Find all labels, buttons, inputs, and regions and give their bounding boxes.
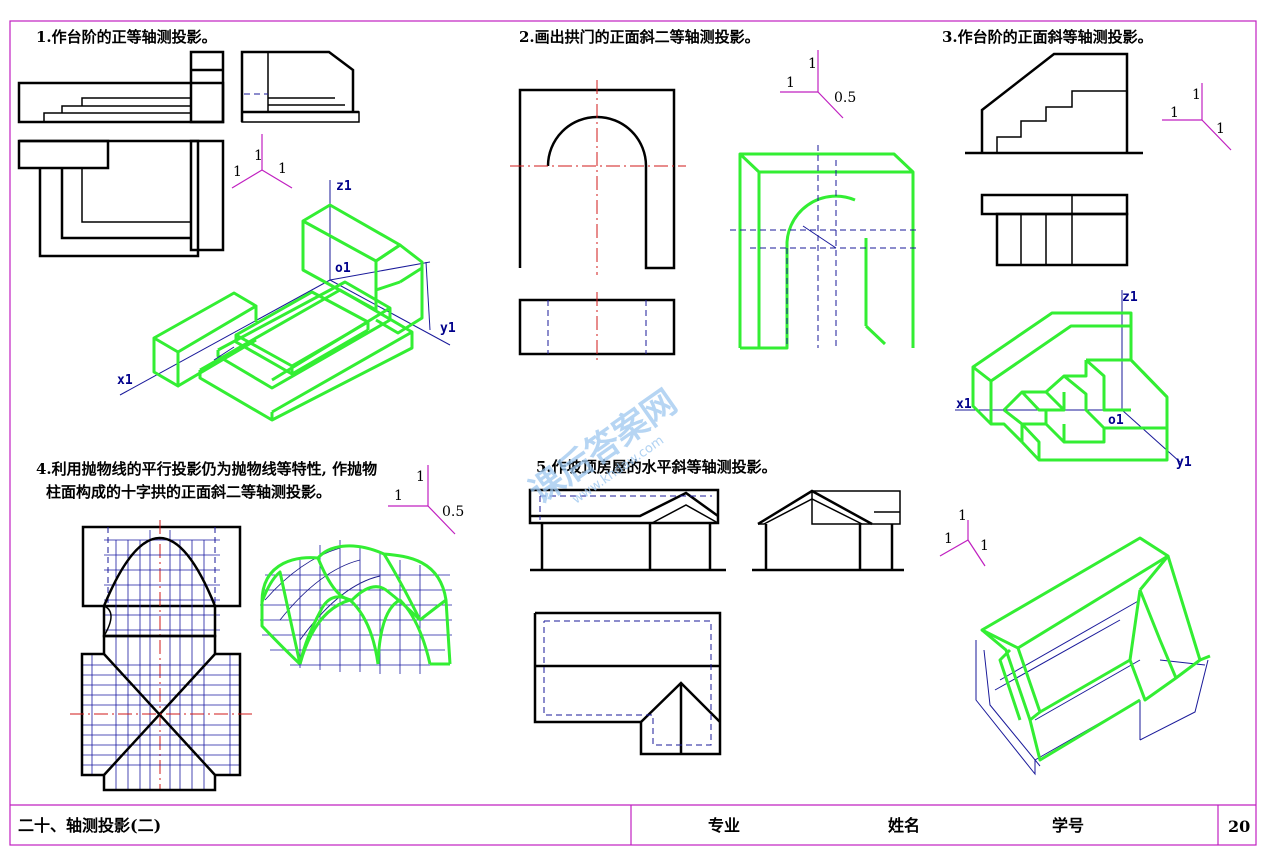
axis-coef-z: 1 bbox=[1192, 87, 1201, 103]
footer-major-label: 专业 bbox=[708, 816, 740, 835]
axis-coef-x: 1 bbox=[1170, 105, 1179, 121]
exercise-1-side-view bbox=[240, 50, 360, 123]
page-frame bbox=[9, 20, 1257, 846]
axis-coef-x: 1 bbox=[786, 75, 795, 91]
exercise-1-title: 1.作台阶的正等轴测投影。 bbox=[36, 28, 217, 46]
exercise-1-front-view bbox=[17, 50, 225, 124]
exercise-3-front-view bbox=[965, 52, 1143, 155]
exercise-2-title: 2.画出拱门的正面斜二等轴测投影。 bbox=[519, 28, 760, 46]
axis-label-z: z1 bbox=[336, 179, 352, 194]
exercise-4-title-line2: 柱面构成的十字拱的正面斜二等轴测投影。 bbox=[46, 483, 331, 501]
footer-chapter: 二十、轴测投影(二) bbox=[18, 816, 161, 835]
exercise-4-grid bbox=[82, 530, 240, 790]
axis-coef-z: 1 bbox=[808, 56, 817, 72]
axis-coef-y: 1 bbox=[278, 161, 287, 177]
exercise-2-axonometric bbox=[730, 145, 920, 350]
exercise-4-axonometric bbox=[260, 540, 452, 674]
exercise-3-top-view bbox=[980, 193, 1129, 267]
axis-coef-z: 1 bbox=[958, 508, 967, 524]
exercise-5-axonometric bbox=[975, 536, 1211, 776]
exercise-1-top-view bbox=[17, 139, 225, 258]
axis-coef-y: 1 bbox=[1216, 121, 1225, 137]
exercise-5-axis-indicator: 1 1 1 bbox=[939, 508, 989, 567]
exercise-2-axis-indicator: 1 1 0.5 bbox=[780, 50, 856, 119]
exercise-3-title: 3.作台阶的正面斜等轴测投影。 bbox=[942, 28, 1153, 46]
axis-coef-x: 1 bbox=[233, 164, 242, 180]
axis-coef-x: 1 bbox=[944, 531, 953, 547]
footer-name-label: 姓名 bbox=[888, 816, 920, 835]
axis-coef-z: 1 bbox=[254, 148, 263, 164]
axis-label-y: y1 bbox=[1176, 455, 1192, 470]
axis-label-o: o1 bbox=[1108, 413, 1124, 428]
axis-label-y: y1 bbox=[440, 321, 456, 336]
axis-label-x: x1 bbox=[117, 373, 133, 388]
axis-label-z: z1 bbox=[1122, 290, 1138, 305]
exercise-5-front-view bbox=[528, 488, 726, 572]
exercise-3-axonometric: z1 o1 x1 y1 bbox=[955, 290, 1192, 470]
exercise-2-top-view bbox=[518, 292, 676, 362]
exercise-5-side-view bbox=[752, 489, 904, 572]
footer-page-number: 20 bbox=[1228, 817, 1250, 836]
axis-coef-y: 1 bbox=[980, 538, 989, 554]
exercise-4-axis-indicator: 1 1 0.5 bbox=[388, 465, 464, 535]
exercise-4-top-view bbox=[70, 536, 252, 792]
exercise-1-axis-indicator: 1 1 1 bbox=[231, 134, 293, 189]
axis-coef-x: 1 bbox=[394, 488, 403, 504]
exercise-3-axis-indicator: 1 1 1 bbox=[1162, 83, 1232, 151]
axis-label-x: x1 bbox=[956, 397, 972, 412]
axis-coef-y: 0.5 bbox=[834, 90, 856, 106]
exercise-5-top-view bbox=[533, 611, 722, 756]
axis-coef-y: 0.5 bbox=[442, 504, 464, 520]
axis-label-o: o1 bbox=[335, 261, 351, 276]
footer-id-label: 学号 bbox=[1052, 816, 1084, 835]
exercise-2-front-view bbox=[510, 80, 686, 275]
exercise-5-title: 5.作坡顶房屋的水平斜等轴测投影。 bbox=[536, 458, 777, 476]
exercise-4-title-line1: 4.利用抛物线的平行投影仍为抛物线等特性, 作抛物 bbox=[36, 460, 377, 478]
axis-coef-z: 1 bbox=[416, 469, 425, 485]
exercise-1-axonometric: z1 o1 x1 y1 bbox=[117, 179, 456, 422]
